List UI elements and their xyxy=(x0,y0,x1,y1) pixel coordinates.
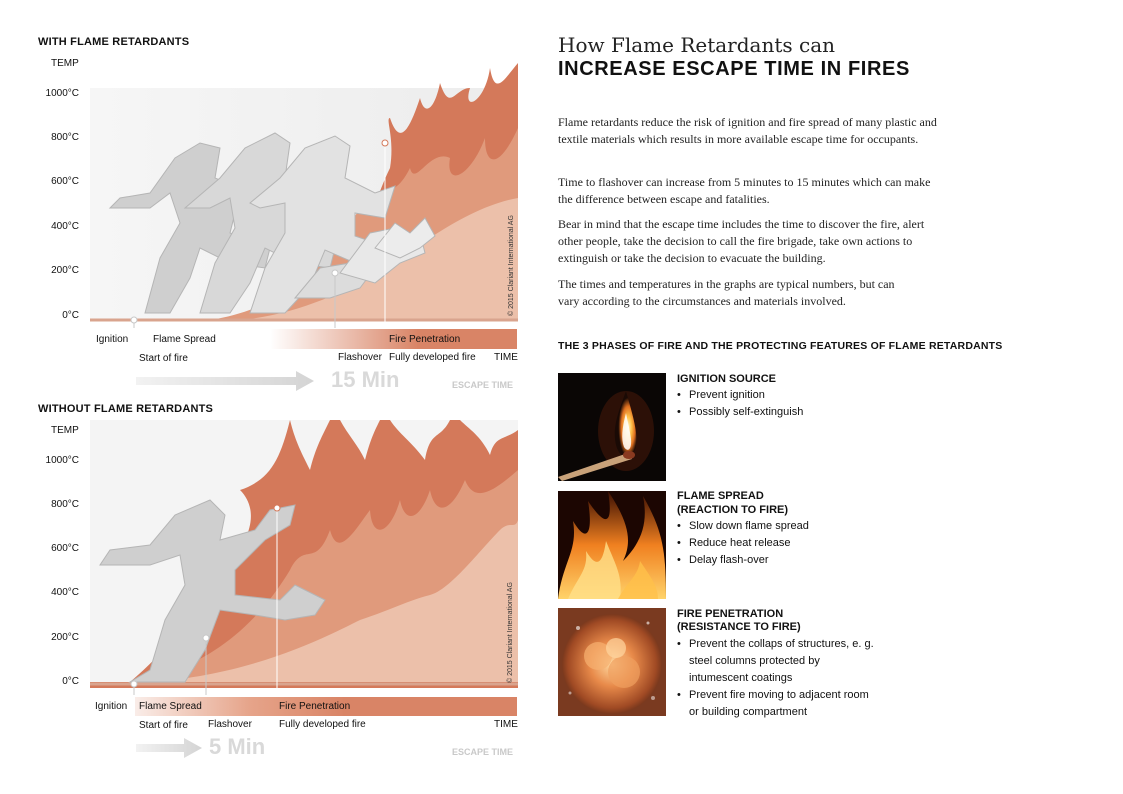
chart-top-start-dot xyxy=(130,316,138,324)
flames-image xyxy=(558,491,666,599)
chart-top-y-tick-600: 600°C xyxy=(51,176,79,187)
chart-top-y-tick-200: 200°C xyxy=(51,265,79,276)
paragraph-1: Flame retardants reduce the risk of igni… xyxy=(558,115,937,146)
phase-1-bullet: •Prevent ignition xyxy=(677,389,765,401)
phase-3-bullet: •Prevent the collaps of structures, e. g… xyxy=(677,638,874,684)
chart-top-escape-arrow xyxy=(136,371,314,391)
chart-bottom-flame-front xyxy=(150,520,518,682)
chart-bottom-y-tick-0: 0°C xyxy=(62,676,79,687)
phase-2-bullet: •Reduce heat release xyxy=(677,537,791,549)
chart-top-runners xyxy=(108,132,436,314)
chart-bottom-escape-value: 5 Min xyxy=(209,734,266,759)
chart-bottom-x-axis-title: TIME xyxy=(494,719,518,730)
chart-top-illustration xyxy=(90,63,518,328)
chart-top-runner-legs-c xyxy=(374,217,436,259)
explosion-image xyxy=(558,608,666,716)
heading-line-2: INCREASE ESCAPE TIME IN FIRES xyxy=(558,58,910,80)
chart-bottom-title: WITHOUT FLAME RETARDANTS xyxy=(38,403,214,415)
match-flame-image xyxy=(558,373,666,481)
chart-top-title: WITH FLAME RETARDANTS xyxy=(38,36,190,48)
chart-bottom-y-tick-200: 200°C xyxy=(51,632,79,643)
phase-2-bullets: •Slow down flame spread •Reduce heat rel… xyxy=(677,518,907,569)
chart-top-phase-fire-penetration: Fire Penetration xyxy=(389,334,461,345)
chart-bottom-y-tick-400: 400°C xyxy=(51,587,79,598)
chart-top-developed-dot xyxy=(381,139,389,147)
chart-bottom-y-tick-1000: 1000°C xyxy=(45,455,79,466)
chart-top-event-start: Start of fire xyxy=(139,353,188,364)
chart-top-flame-front xyxy=(240,198,518,320)
chart-top-y-tick-400: 400°C xyxy=(51,221,79,232)
chart-bottom-runner xyxy=(99,499,326,683)
chart-bottom-phase-bar xyxy=(135,697,517,716)
chart-top-y-axis-title: TEMP xyxy=(51,58,79,69)
chart-top-event-flashover: Flashover xyxy=(338,352,382,363)
heading-line-1: How Flame Retardants can xyxy=(558,33,836,57)
chart-bottom-event-fully-developed: Fully developed fire xyxy=(279,719,366,730)
chart-bottom-escape-label: ESCAPE TIME xyxy=(452,747,514,757)
phase-2-title: FLAME SPREAD xyxy=(677,490,764,502)
phase-2-subtitle: (REACTION TO FIRE) xyxy=(677,504,789,516)
chart-top-escape-value: 15 Min xyxy=(331,367,400,392)
chart-bottom-phase-flame-spread: Flame Spread xyxy=(139,701,202,712)
chart-top-flashover-dot xyxy=(331,269,339,277)
chart-bottom-phase-ignition: Ignition xyxy=(95,701,128,712)
chart-bottom-event-start: Start of fire xyxy=(139,720,188,731)
chart-top-copyright: © 2015 Clariant International AG xyxy=(508,215,515,316)
chart-bottom-y-axis-title: TEMP xyxy=(51,425,79,436)
chart-top-runner-3 xyxy=(249,135,396,314)
chart-top-phase-flame-spread: Flame Spread xyxy=(153,334,216,345)
phase-3-bullet: •Prevent fire moving to adjacent room or… xyxy=(677,689,869,718)
chart-bottom-phase-fire-penetration: Fire Penetration xyxy=(279,701,351,712)
phase-1-bullet: •Possibly self-extinguish xyxy=(677,406,804,418)
paragraph-4: The times and temperatures in the graphs… xyxy=(558,277,895,308)
phase-2-bullet: •Slow down flame spread xyxy=(677,520,809,532)
chart-top-event-fully-developed: Fully developed fire xyxy=(389,352,476,363)
phases-heading: THE 3 PHASES OF FIRE AND THE PROTECTING … xyxy=(558,340,1003,352)
chart-bottom-y-tick-600: 600°C xyxy=(51,543,79,554)
paragraph-3: Bear in mind that the escape time includ… xyxy=(558,217,925,265)
chart-bottom-copyright: © 2015 Clariant International AG xyxy=(507,582,514,683)
chart-top-phase-bar xyxy=(270,329,517,349)
chart-bottom-illustration xyxy=(90,420,518,695)
chart-top-y-tick-0: 0°C xyxy=(62,310,79,321)
chart-bottom-y-tick-800: 800°C xyxy=(51,499,79,510)
phase-2-bullet: •Delay flash-over xyxy=(677,554,769,566)
chart-top-y-tick-800: 800°C xyxy=(51,132,79,143)
phase-1-bullets: •Prevent ignition •Possibly self-extingu… xyxy=(677,387,907,421)
phase-1-title: IGNITION SOURCE xyxy=(677,373,777,385)
paragraph-2: Time to flashover can increase from 5 mi… xyxy=(558,175,931,206)
chart-top-phase-ignition: Ignition xyxy=(96,334,129,345)
chart-bottom-event-flashover: Flashover xyxy=(208,719,252,730)
phase-3-bullets: •Prevent the collaps of structures, e. g… xyxy=(677,636,877,721)
chart-top-escape-label: ESCAPE TIME xyxy=(452,380,514,390)
chart-top-y-tick-1000: 1000°C xyxy=(45,88,79,99)
phase-3-subtitle: (RESISTANCE TO FIRE) xyxy=(677,621,801,633)
chart-bottom-escape-arrow xyxy=(136,738,202,758)
phase-3-title: FIRE PENETRATION xyxy=(677,608,784,620)
chart-top-x-axis-title: TIME xyxy=(494,352,518,363)
